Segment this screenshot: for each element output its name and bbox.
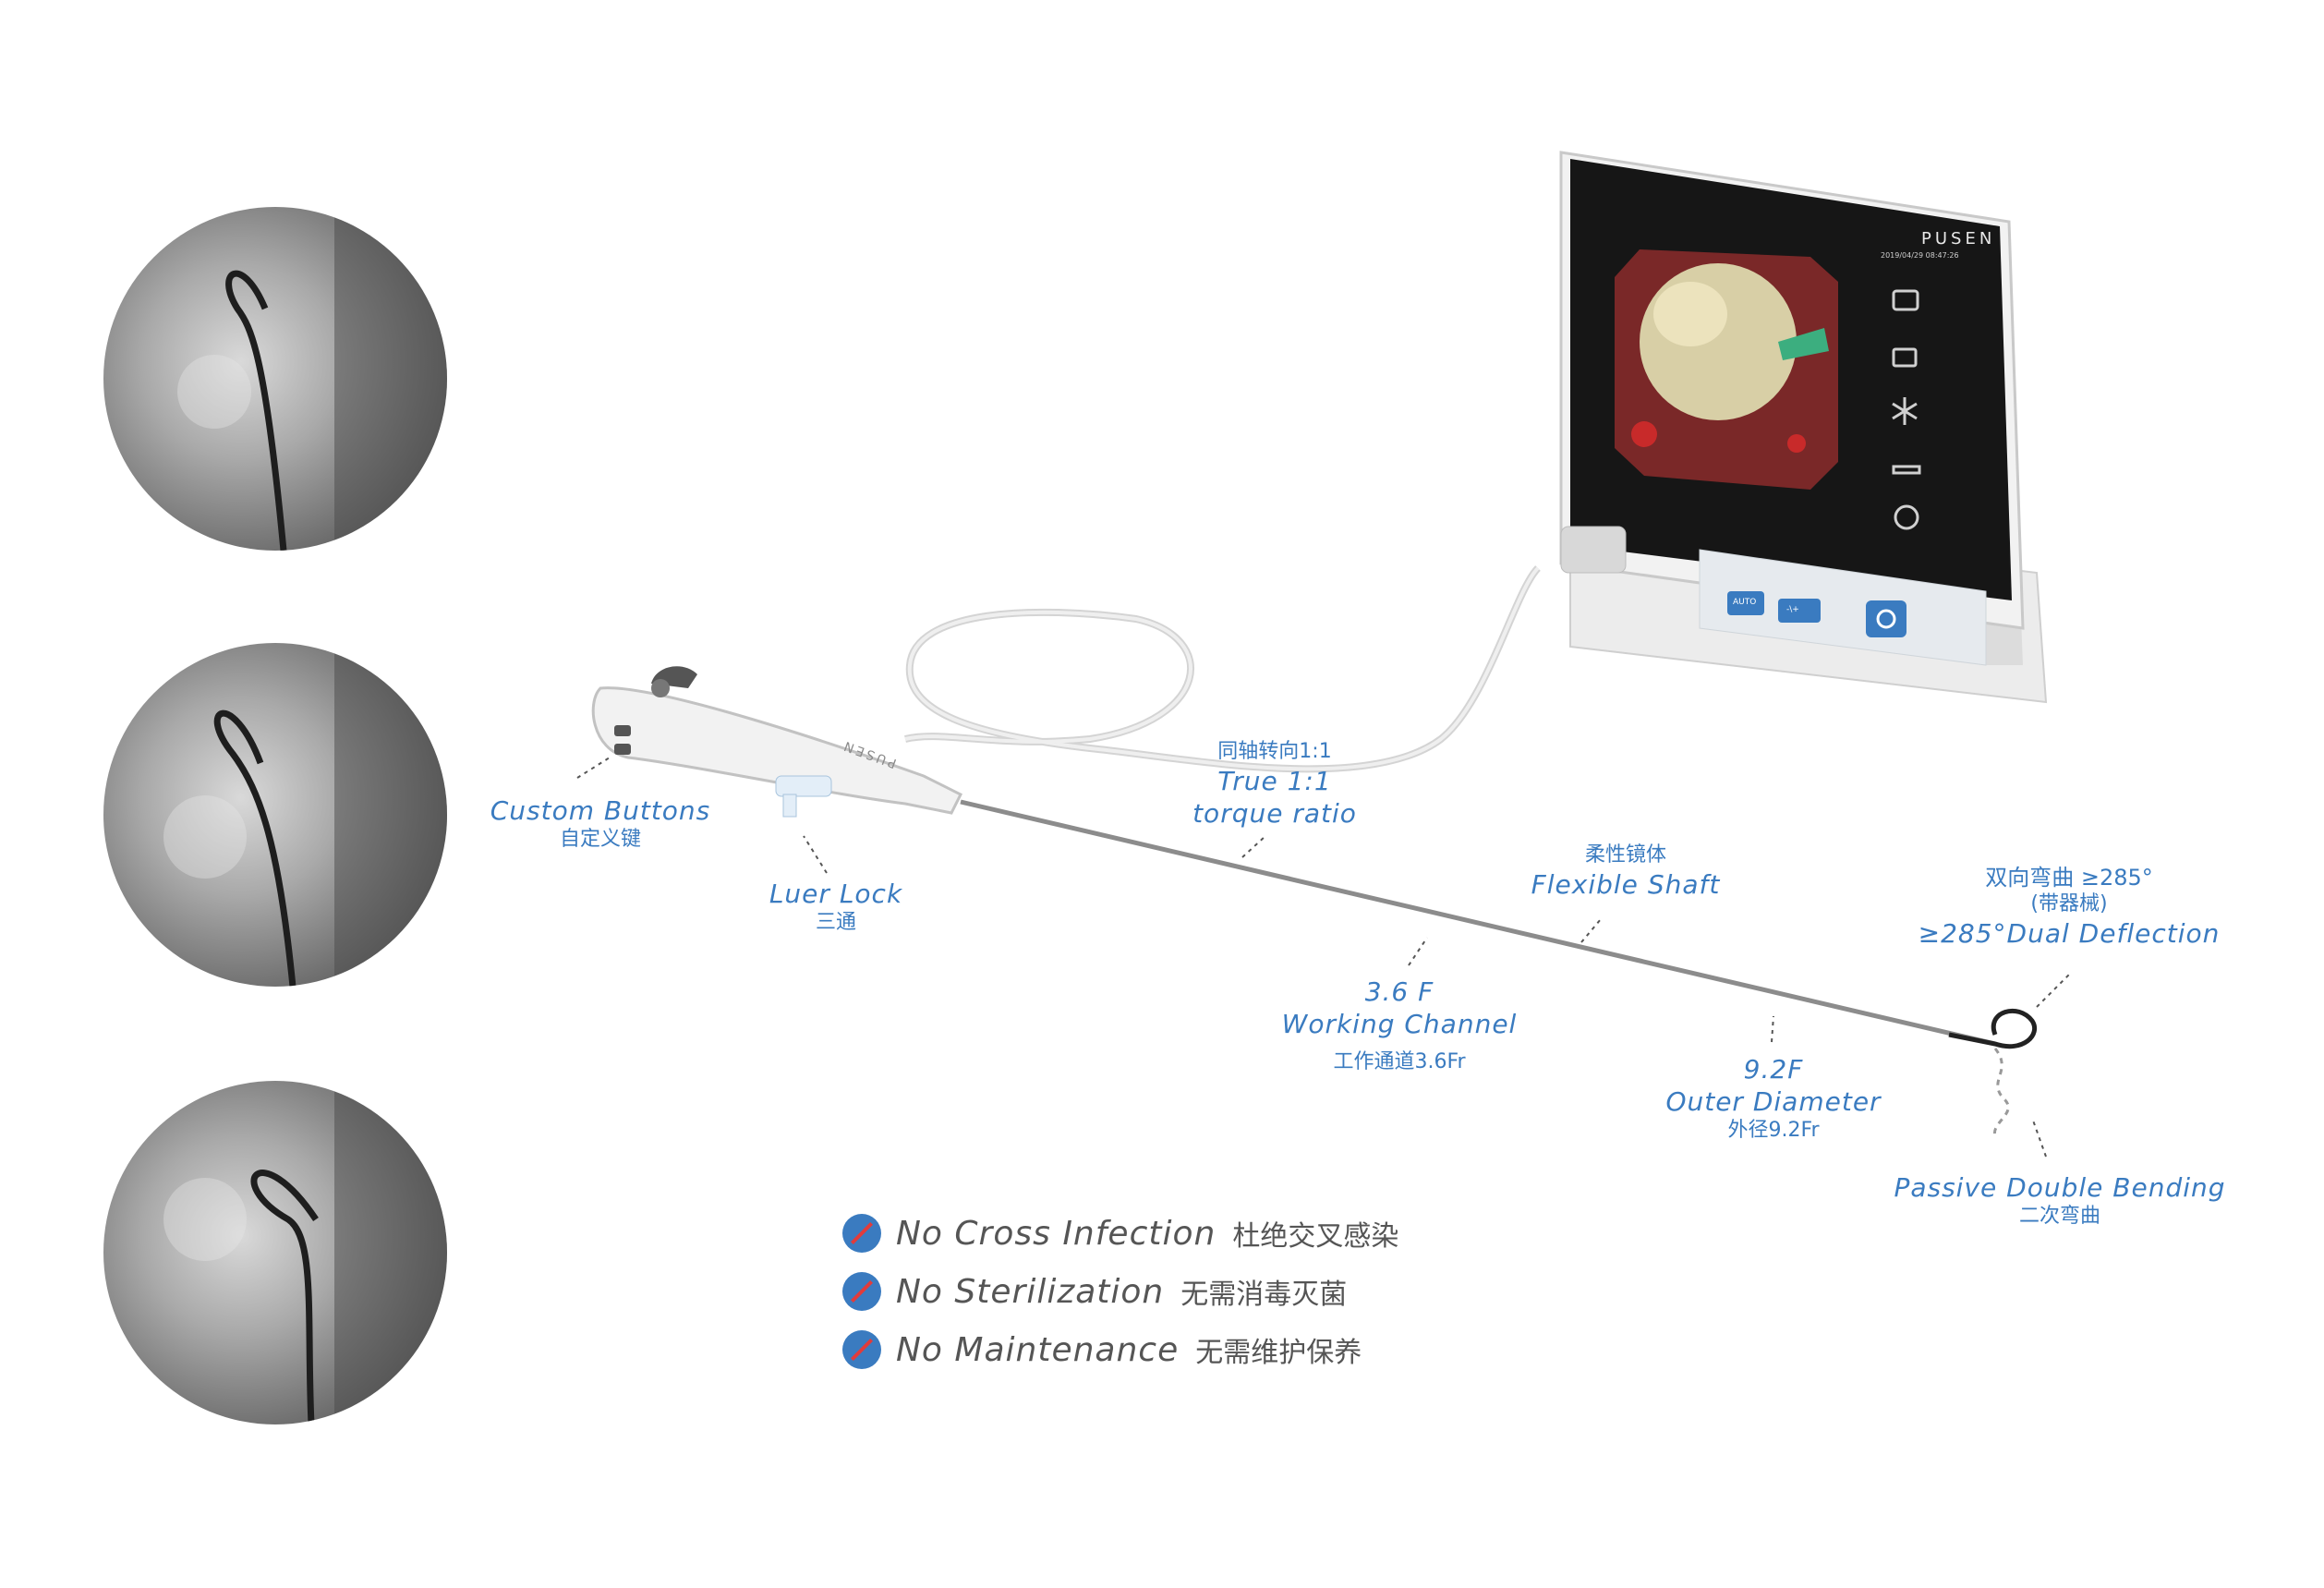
callout-passive-bending: Passive Double Bending 二次弯曲 — [1884, 1171, 2235, 1230]
prohibit-infection-icon — [842, 1214, 881, 1253]
callout-en-line2: Working Channel — [1281, 1009, 1518, 1039]
callout-zh: 三通 — [815, 911, 856, 934]
callout-en-line1: True 1:1 — [1217, 765, 1332, 796]
adjust-button-label: -\+ — [1786, 605, 1799, 614]
xray-image-top — [103, 207, 447, 551]
callout-en-line2: torque ratio — [1192, 797, 1357, 829]
callout-zh-line2: (带器械) — [2030, 892, 2108, 915]
feature-no-cross-infection: No Cross Infection 杜绝交叉感染 — [842, 1210, 1398, 1256]
custom-button-2[interactable] — [614, 744, 631, 755]
callout-outer-diameter: 9.2F Outer Diameter 外径9.2Fr — [1653, 1053, 1894, 1144]
callout-en-line1: 9.2F — [1743, 1054, 1804, 1085]
callout-working-channel: 3.6 F Working Channel 工作通道3.6Fr — [1265, 976, 1533, 1075]
callout-zh: 工作通道3.6Fr — [1333, 1050, 1466, 1073]
feature-no-maintenance: No Maintenance 无需维护保养 — [842, 1327, 1362, 1373]
callout-en: Flexible Shaft — [1531, 868, 1721, 900]
callout-zh: 外径9.2Fr — [1727, 1119, 1820, 1142]
callout-en: Passive Double Bending — [1894, 1172, 2226, 1203]
callout-zh-line1: 双向弯曲 ≥285° — [1985, 865, 2153, 891]
custom-button-1[interactable] — [614, 725, 631, 736]
video-icon[interactable] — [1892, 347, 1918, 368]
callout-custom-buttons: Custom Buttons 自定义键 — [480, 794, 720, 853]
callout-dual-deflection: 双向弯曲 ≥285° (带器械) ≥285°Dual Deflection — [1912, 864, 2226, 950]
monitor-brand-label: PUSEN — [1921, 229, 1996, 249]
callout-en: Luer Lock — [769, 879, 903, 909]
callout-en: Custom Buttons — [490, 795, 711, 826]
freeze-icon[interactable] — [1892, 397, 1918, 425]
callout-zh: 二次弯曲 — [2018, 1205, 2100, 1228]
feature-en: No Sterilization — [896, 1272, 1165, 1311]
callout-luer-lock: Luer Lock 三通 — [739, 878, 933, 936]
auto-button[interactable] — [1727, 591, 1764, 615]
camera-icon[interactable] — [1892, 289, 1919, 311]
callout-zh: 同轴转向1:1 — [1217, 740, 1332, 763]
feature-en: No Cross Infection — [896, 1214, 1216, 1253]
callout-en: ≥285°Dual Deflection — [1918, 917, 2221, 949]
prohibit-maintenance-icon — [842, 1330, 881, 1369]
callout-zh: 自定义键 — [559, 828, 641, 851]
feature-no-sterilization: No Sterilization 无需消毒灭菌 — [842, 1268, 1347, 1315]
stone-icon[interactable] — [1892, 465, 1921, 475]
settings-icon[interactable] — [1894, 504, 1919, 530]
feature-zh: 无需维护保养 — [1195, 1337, 1362, 1369]
adjust-button[interactable] — [1778, 599, 1821, 623]
auto-button-label: AUTO — [1733, 598, 1757, 607]
callout-flexible-shaft: 柔性镜体 Flexible Shaft — [1515, 842, 1737, 901]
callout-torque-ratio: 同轴转向1:1 True 1:1 torque ratio — [1164, 739, 1386, 830]
callout-en-line2: Outer Diameter — [1665, 1086, 1882, 1117]
power-icon — [1876, 609, 1896, 629]
prohibit-sterilization-icon — [842, 1272, 881, 1311]
callout-zh: 柔性镜体 — [1584, 843, 1666, 867]
power-button[interactable] — [1866, 600, 1906, 637]
callout-en-line1: 3.6 F — [1364, 976, 1434, 1007]
monitor-timestamp: 2019/04/29 08:47:26 — [1881, 251, 1959, 260]
feature-en: No Maintenance — [896, 1330, 1180, 1369]
feature-zh: 无需消毒灭菌 — [1180, 1279, 1348, 1311]
luer-lock[interactable] — [775, 775, 832, 818]
xray-image-middle — [103, 643, 447, 987]
xray-image-bottom — [103, 1081, 447, 1424]
feature-zh: 杜绝交叉感染 — [1232, 1220, 1399, 1253]
